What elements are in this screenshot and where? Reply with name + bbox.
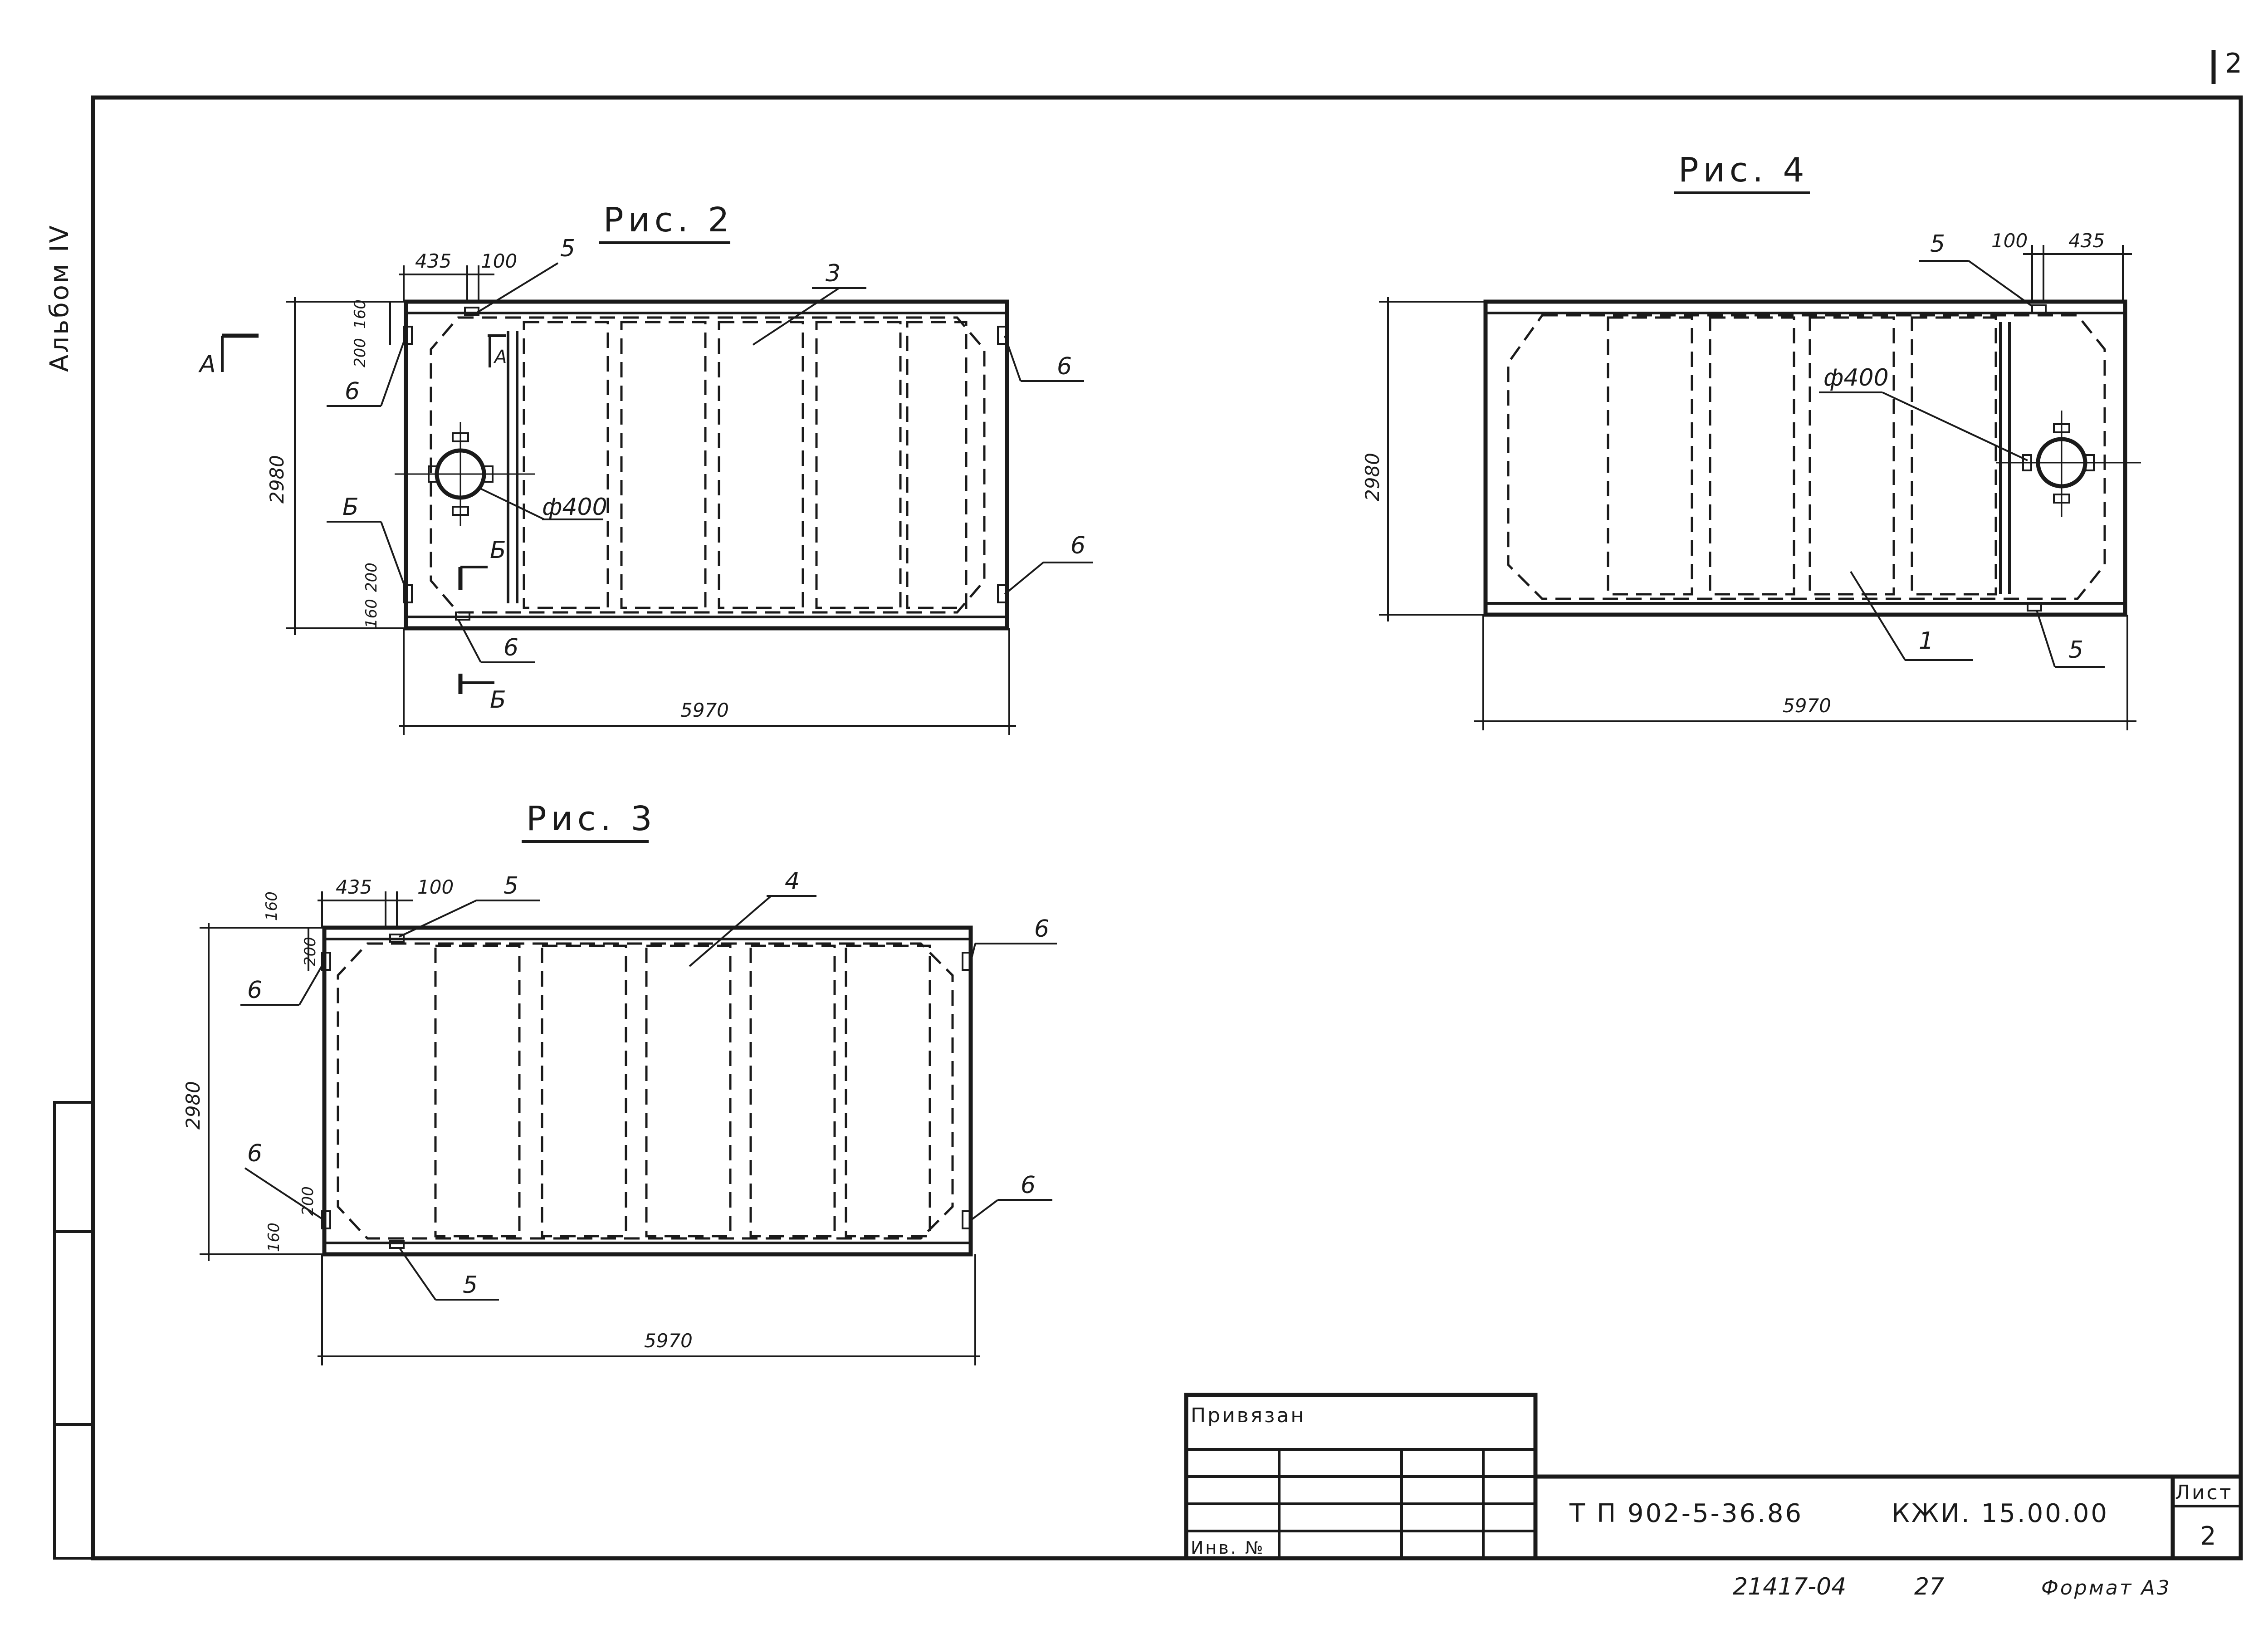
slab-outline — [1483, 299, 2127, 617]
callout-5-bottom: 5 — [2068, 636, 2083, 664]
callout-5-bottom: 5 — [463, 1272, 478, 1299]
sheet-number: 2 — [2200, 1521, 2218, 1551]
figure-3-title: Рис. 3 — [526, 799, 657, 838]
callout-6-right: 6 — [1057, 353, 1072, 380]
dim-height: 2980 — [266, 455, 288, 504]
dim-200-bottom: 200 — [362, 563, 381, 592]
inventory-label: Инв. № — [1191, 1538, 1265, 1558]
bound-label: Привязан — [1191, 1404, 1305, 1427]
inner-panels — [434, 944, 931, 1238]
section-A-right: А — [493, 347, 507, 367]
section-A-left: А — [198, 351, 216, 378]
section-B — [458, 566, 494, 694]
dim-100: 100 — [417, 876, 454, 898]
callout-6-right-top: 6 — [1034, 915, 1049, 943]
dim-435: 435 — [415, 250, 451, 272]
dim-200-top: 200 — [301, 937, 319, 966]
manhole — [1996, 411, 2141, 517]
slab-outline — [404, 299, 1009, 631]
dim-200-bottom: 200 — [299, 1186, 317, 1216]
callout-6-bottom: 6 — [503, 634, 518, 661]
section-B-bottom: Б — [490, 686, 506, 714]
section-A — [221, 333, 506, 372]
figure-4-title: Рис. 4 — [1678, 151, 1809, 190]
figure-4: Рис. 4 ф400 — [1361, 151, 2141, 730]
dim-width: 5970 — [1783, 695, 1831, 717]
callout-4: 4 — [785, 868, 800, 895]
dimensions — [286, 265, 1016, 735]
callout-6-right-bottom: 6 — [1070, 532, 1085, 559]
album-label: Альбом IV — [45, 224, 74, 372]
callout-6-left-bottom: 6 — [247, 1140, 262, 1167]
drawing-mark: КЖИ. 15.00.00 — [1892, 1499, 2109, 1528]
dim-width: 5970 — [644, 1330, 693, 1352]
dim-height: 2980 — [1361, 453, 1383, 501]
slab-outline — [322, 925, 973, 1257]
section-B-top: Б — [490, 537, 506, 564]
figure-2-title: Рис. 2 — [603, 201, 734, 240]
dim-width: 5970 — [680, 699, 729, 721]
callout-6-right-bottom: 6 — [1021, 1172, 1036, 1199]
format-label: Формат А3 — [2041, 1576, 2171, 1600]
dim-160-bottom: 160 — [362, 599, 381, 628]
sheet-label: Лист — [2175, 1481, 2233, 1504]
callout-6-left: 6 — [345, 378, 360, 405]
diameter-label: ф400 — [542, 494, 607, 521]
dim-100: 100 — [1991, 230, 2028, 252]
figure-2: Рис. 2 ф400 — [198, 201, 1093, 735]
dim-160-bottom: 160 — [265, 1223, 283, 1252]
callout-1: 1 — [1919, 627, 1934, 655]
inner-panels — [1607, 316, 1997, 596]
callout-5-top: 5 — [1930, 230, 1945, 258]
inner-panels — [523, 321, 968, 609]
page-number: 2 — [2225, 48, 2242, 79]
archive-number: 21417-04 — [1733, 1573, 1846, 1600]
manhole — [395, 422, 535, 526]
dim-160-top: 160 — [263, 891, 281, 921]
callout-3: 3 — [826, 260, 841, 287]
dim-200-top: 200 — [351, 338, 369, 367]
dim-160-top: 160 — [351, 299, 369, 329]
callout-5: 5 — [560, 235, 575, 262]
dim-height: 2980 — [182, 1081, 204, 1130]
callout-6-left-top: 6 — [247, 977, 262, 1004]
dimensions — [1379, 245, 2136, 730]
dim-435: 435 — [336, 876, 372, 898]
diameter-label: ф400 — [1823, 364, 1889, 391]
dim-435: 435 — [2068, 230, 2105, 252]
document-code: Т П 902-5-36.86 — [1569, 1499, 1803, 1528]
title-block — [1184, 1393, 2241, 1561]
dim-100: 100 — [481, 250, 517, 272]
dimensions — [200, 891, 980, 1365]
page-index: 27 — [1914, 1573, 1944, 1600]
callout-B-left: Б — [342, 494, 359, 521]
callout-5-top: 5 — [503, 872, 518, 900]
sheet-frame — [53, 50, 2243, 1561]
figure-3: Рис. 3 — [182, 799, 1057, 1365]
